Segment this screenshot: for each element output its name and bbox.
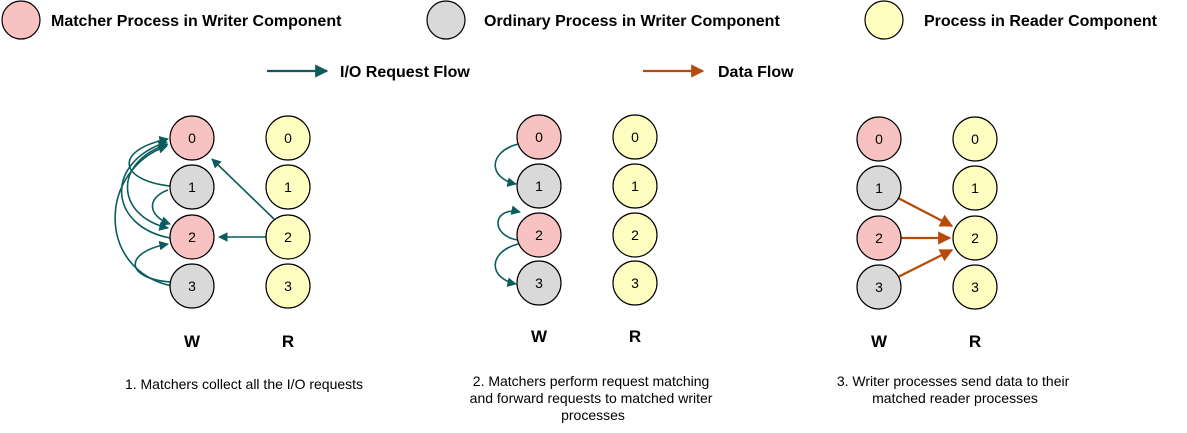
legend-data-flow-label: Data Flow xyxy=(718,64,794,81)
reader-node-1-label: 1 xyxy=(284,179,292,195)
reader-node-2-label: 2 xyxy=(631,227,639,243)
panel-2: 0 1 2 3 0 1 2 3 W R 2. Matchers perform … xyxy=(470,114,717,423)
panel-2-caption-line-1: 2. Matchers perform request matching xyxy=(473,373,710,389)
arrow-w0-to-w1 xyxy=(494,143,519,187)
panel-3-reader-label: R xyxy=(969,332,981,351)
panel-3-caption-line-1: 3. Writer processes send data to their xyxy=(837,373,1070,389)
panel-3-writer-label: W xyxy=(871,332,888,351)
arrow-w1-to-r2 xyxy=(897,197,954,227)
panel-1: 0 1 2 3 0 1 2 3 W R 1. Matchers collect … xyxy=(114,115,363,392)
reader-node-0 xyxy=(612,114,658,160)
panel-1-reader-label: R xyxy=(282,332,294,351)
legend-io-flow-label: I/O Request Flow xyxy=(340,64,470,81)
writer-node-2 xyxy=(516,212,562,258)
writer-node-1-label: 1 xyxy=(875,180,883,196)
arrow-r2-to-w0 xyxy=(211,158,275,220)
panel-3-caption: 3. Writer processes send data to their m… xyxy=(837,373,1073,406)
panel-1-reader-column: 0 1 2 3 xyxy=(265,115,311,309)
writer-node-3 xyxy=(516,260,562,306)
legend: Matcher Process in Writer Component Ordi… xyxy=(1,0,1158,81)
arrow-w3-to-w0 xyxy=(114,144,173,287)
writer-node-0 xyxy=(169,115,215,161)
reader-node-2 xyxy=(265,214,311,260)
reader-node-0-label: 0 xyxy=(631,129,639,145)
writer-node-2 xyxy=(856,215,902,261)
arrow-w2-to-w2-loop xyxy=(497,205,521,241)
panel-3-writer-column: 0 1 2 3 xyxy=(856,116,902,310)
legend-matcher-label: Matcher Process in Writer Component xyxy=(51,13,342,30)
writer-node-0 xyxy=(516,114,562,160)
reader-node-2 xyxy=(952,215,998,261)
writer-node-0 xyxy=(856,116,902,162)
reader-node-1-label: 1 xyxy=(971,180,979,196)
panel-3: 0 1 2 3 0 1 2 3 W R 3. Writer processes … xyxy=(837,116,1073,406)
panel-2-reader-column: 0 1 2 3 xyxy=(612,114,658,306)
reader-node-1-label: 1 xyxy=(631,178,639,194)
panel-3-data-arrows xyxy=(897,197,954,278)
writer-node-1 xyxy=(856,165,902,211)
writer-node-0-label: 0 xyxy=(535,129,543,145)
panel-1-io-arrows xyxy=(114,136,275,287)
writer-node-1 xyxy=(516,163,562,209)
panel-2-caption-line-3: processes xyxy=(561,407,625,423)
writer-node-0-label: 0 xyxy=(875,131,883,147)
arrow-w2-to-w0 xyxy=(120,140,171,239)
legend-reader-label: Process in Reader Component xyxy=(924,13,1158,30)
writer-node-2-label: 2 xyxy=(535,227,543,243)
writer-node-3 xyxy=(169,263,215,309)
panel-2-writer-column: 0 1 2 3 xyxy=(516,114,562,306)
writer-node-2-label: 2 xyxy=(188,229,196,245)
writer-node-1 xyxy=(169,164,215,210)
reader-node-3-label: 3 xyxy=(971,279,979,295)
reader-node-1 xyxy=(612,163,658,209)
panel-2-reader-label: R xyxy=(629,327,641,346)
writer-node-3-label: 3 xyxy=(535,275,543,291)
panel-1-writer-column: 0 1 2 3 xyxy=(169,115,215,309)
panel-1-writer-label: W xyxy=(184,332,201,351)
panel-1-caption: 1. Matchers collect all the I/O requests xyxy=(125,376,363,392)
arrow-w3-to-w2 xyxy=(134,240,171,283)
arrow-w2-to-w3 xyxy=(494,243,519,287)
panel-2-writer-label: W xyxy=(531,327,548,346)
panel-1-caption-line: 1. Matchers collect all the I/O requests xyxy=(125,376,363,392)
legend-matcher-swatch xyxy=(1,0,41,40)
reader-node-2 xyxy=(612,212,658,258)
panel-2-caption: 2. Matchers perform request matching and… xyxy=(470,373,717,423)
writer-node-1-label: 1 xyxy=(188,179,196,195)
writer-node-1-label: 1 xyxy=(535,178,543,194)
writer-node-2-label: 2 xyxy=(875,230,883,246)
reader-node-3 xyxy=(952,264,998,310)
reader-node-1 xyxy=(265,164,311,210)
writer-node-2 xyxy=(169,214,215,260)
legend-ordinary-swatch xyxy=(426,0,466,40)
panel-3-caption-line-2: matched reader processes xyxy=(872,390,1038,406)
writer-node-3 xyxy=(856,264,902,310)
writer-node-0-label: 0 xyxy=(188,130,196,146)
arrow-w0-to-w2 xyxy=(126,143,169,231)
reader-node-2-label: 2 xyxy=(971,230,979,246)
writer-node-3-label: 3 xyxy=(875,279,883,295)
arrow-w3-to-r2 xyxy=(897,249,954,278)
reader-node-3 xyxy=(265,263,311,309)
reader-node-3 xyxy=(612,260,658,306)
arrow-w1-to-w0 xyxy=(128,136,171,187)
reader-node-0-label: 0 xyxy=(284,130,292,146)
legend-reader-swatch xyxy=(864,0,904,40)
legend-ordinary-label: Ordinary Process in Writer Component xyxy=(484,13,780,30)
writer-node-3-label: 3 xyxy=(188,278,196,294)
panel-2-io-arrows xyxy=(494,143,521,287)
reader-node-1 xyxy=(952,165,998,211)
reader-node-0-label: 0 xyxy=(971,131,979,147)
panel-2-caption-line-2: and forward requests to matched writer xyxy=(470,390,713,406)
panel-3-reader-column: 0 1 2 3 xyxy=(952,116,998,310)
reader-node-2-label: 2 xyxy=(284,229,292,245)
reader-node-0 xyxy=(952,116,998,162)
reader-node-3-label: 3 xyxy=(284,278,292,294)
reader-node-0 xyxy=(265,115,311,161)
arrow-w1-to-w2 xyxy=(151,189,171,226)
reader-node-3-label: 3 xyxy=(631,275,639,291)
